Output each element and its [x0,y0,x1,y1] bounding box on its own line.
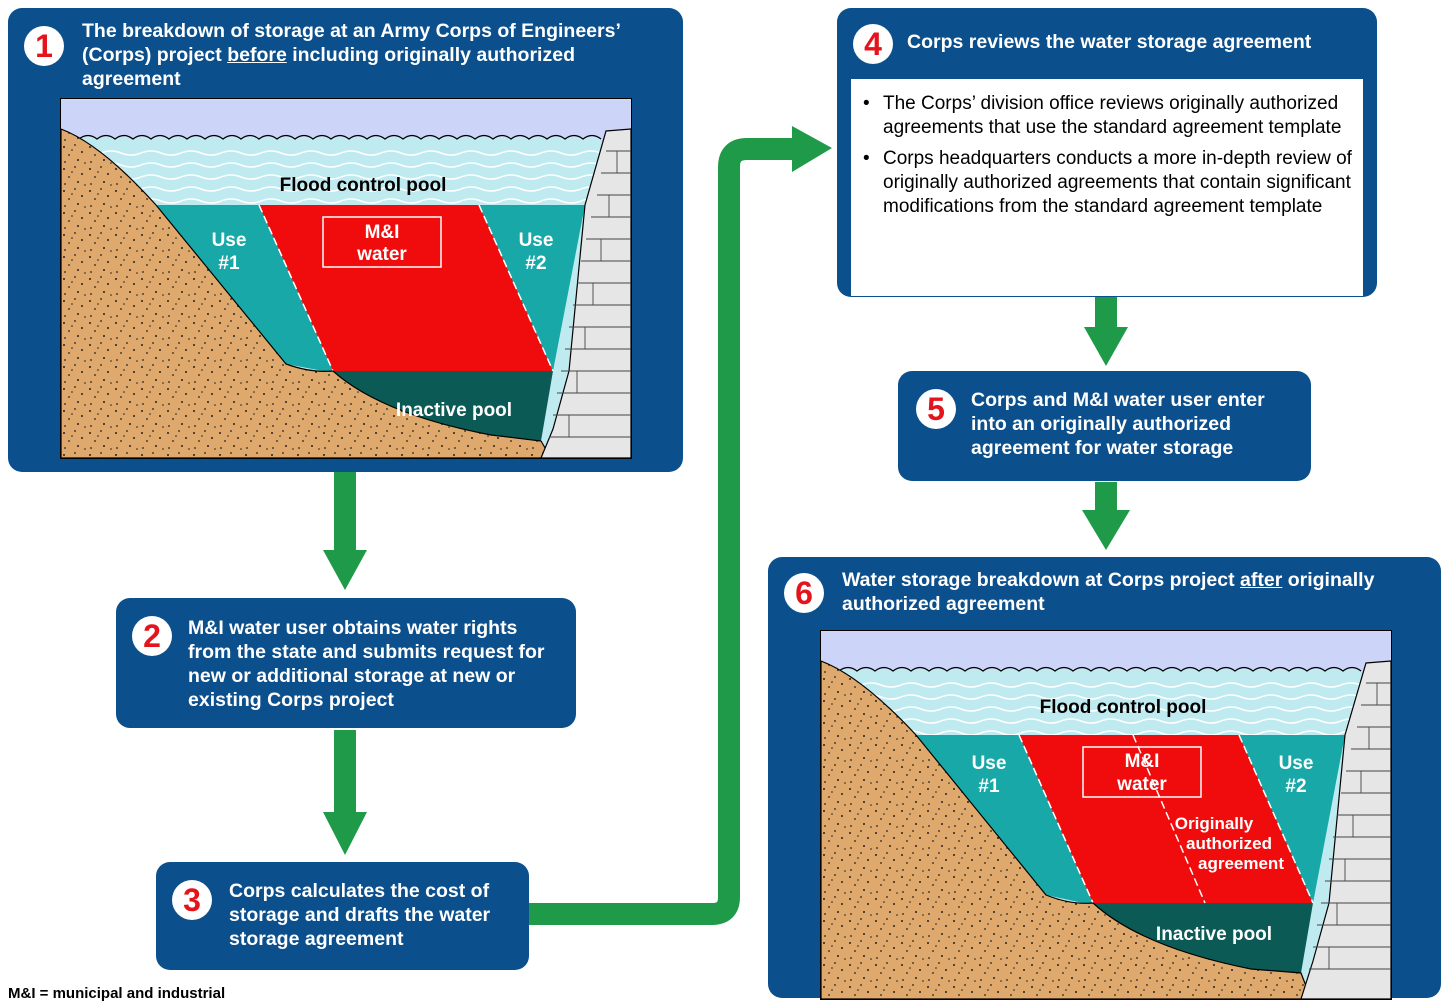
use2-area [479,205,585,371]
step-2-box: 2 M&I water user obtains water rights fr… [116,598,576,728]
arrow-3-to-4-head [792,126,832,172]
use2-label-line2: #2 [525,253,546,274]
arrow-5-to-6-shaft [1095,482,1117,512]
step-6-title-post: originally authorized agreement [842,569,1375,615]
step-4-box: 4 Corps reviews the water storage agreem… [837,8,1377,297]
orig-agreement-label-line2: authorized [1186,834,1272,853]
review-details: The Corps’ division office reviews origi… [851,79,1363,296]
review-bullet-2: Corps headquarters conducts a more in-de… [851,147,1363,219]
step-1-title-emphasis: before [227,44,287,66]
use1-label-line1: Use [212,230,247,251]
footnote: M&I = municipal and industrial [8,985,226,1002]
review-bullet-1: The Corps’ division office reviews origi… [851,92,1363,140]
step-3-box: 3 Corps calculates the cost of storage a… [156,862,529,970]
arrow-3-to-4-path [528,138,795,925]
step-1-title: The breakdown of storage at an Army Corp… [82,19,652,91]
flood-pool-label-after: Flood control pool [1040,697,1207,718]
step-6-title-pre: Water storage breakdown at Corps project [842,569,1241,591]
orig-agreement-label-line1: Originally [1175,814,1254,833]
step-2-number: 2 [132,616,172,656]
step-6-number: 6 [784,573,824,613]
step-4-title: Corps reviews the water storage agreemen… [907,31,1312,53]
inactive-pool-label-after: Inactive pool [1156,924,1272,945]
step-3-title: Corps calculates the cost of storage and… [229,880,491,950]
step-1-title-pre: The breakdown of storage at an Army Corp… [82,20,620,66]
use2-label-line1: Use [519,230,554,251]
step-5-box: 5 Corps and M&I water user enter into an… [898,371,1311,481]
flood-pool-label: Flood control pool [280,175,447,196]
use1-label-line2: #1 [218,253,240,274]
inactive-area [323,371,553,441]
orig-agreement-label-line3: agreement [1198,854,1284,873]
step-5-number: 5 [916,389,956,429]
step-1-title-post: including originally authorized agreemen… [82,44,575,90]
mi-label-line2-after: water [1116,774,1167,795]
arrow-1-to-2-shaft [334,472,356,552]
mi-label-line1-after: M&I [1125,751,1160,772]
mi-area [259,205,553,371]
step-6-title: Water storage breakdown at Corps project… [842,568,1432,616]
step-3-number: 3 [172,880,212,920]
use1-label-line2-after: #1 [978,776,1000,797]
arrow-4-to-5-head [1084,327,1128,366]
storage-diagram-after: Flood control pool Use #1 M&I water Use … [820,630,1392,1000]
use2-label-line1-after: Use [1279,753,1314,774]
use1-area [156,205,333,371]
mi-label-line2: water [356,244,407,265]
ground [61,128,552,458]
step-1-box: 1 The breakdown of storage at an Army Co… [8,8,683,472]
arrow-4-to-5-shaft [1095,297,1117,329]
step-2-title: M&I water user obtains water rights from… [188,617,545,711]
step-5-title: Corps and M&I water user enter into an o… [971,389,1265,459]
storage-diagram-before: Flood control pool Use #1 M&I water Use … [60,98,632,459]
step-4-number: 4 [853,24,893,64]
mi-label-line1: M&I [365,222,400,243]
use1-label-line1-after: Use [972,753,1007,774]
arrow-1-to-2-head [323,550,367,590]
step-6-title-emphasis: after [1240,569,1283,591]
arrow-5-to-6-head [1082,510,1130,550]
use2-label-line2-after: #2 [1285,776,1306,797]
step-1-number: 1 [24,26,64,66]
dam [540,128,631,458]
arrow-2-to-3-shaft [334,730,356,814]
step-6-box: 6 Water storage breakdown at Corps proje… [768,557,1441,1000]
inactive-pool-label: Inactive pool [396,400,512,421]
arrow-2-to-3-head [323,812,367,855]
